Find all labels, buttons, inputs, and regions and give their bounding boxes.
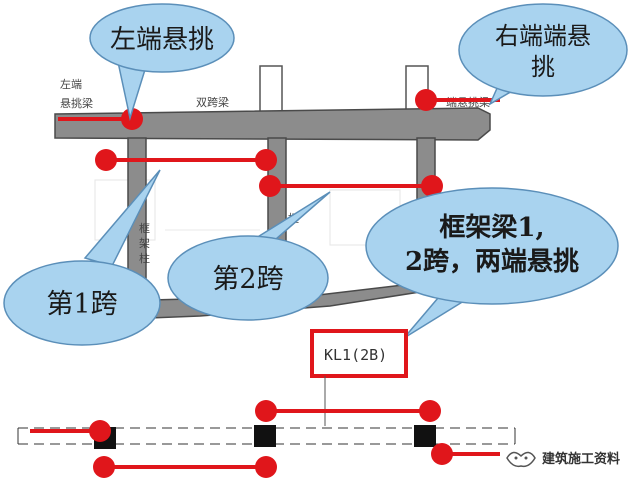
beam-body: [54, 107, 491, 141]
label-frame-column-3: 柱: [139, 251, 150, 265]
plan-dot-4: [93, 456, 115, 478]
callout-bubble: [458, 3, 628, 97]
plan-dot-5: [255, 456, 277, 478]
plan-span-markers: [30, 400, 500, 478]
callout-frame-beam: 框架梁1, 2跨，两端悬挑: [365, 187, 619, 339]
callout-bubble: [3, 260, 161, 346]
callout-left-cantilever: 左端悬挑: [89, 3, 235, 121]
callout-bubble: [365, 187, 619, 305]
plan-dot-6: [431, 443, 453, 465]
callout-right-cantilever-text-2: 挑: [531, 53, 555, 81]
label-cantilever-beam: 悬挑梁: [60, 96, 93, 110]
callout-span1-text: 第1跨: [46, 289, 117, 320]
callout-frame-beam-text-2: 2跨，两端悬挑: [405, 247, 579, 277]
callout-span2: 第2跨: [167, 191, 331, 321]
label-double-span-beam: 双跨梁: [196, 95, 229, 109]
plan-dot-1: [89, 420, 111, 442]
callout-right-cantilever: 右端端悬 挑: [458, 3, 628, 106]
marker-dot-left-cantilever: [121, 108, 143, 130]
marker-dot-right-cantilever: [415, 89, 437, 111]
upper-column-mid: [259, 65, 283, 117]
plan-column-3: [414, 425, 436, 447]
label-frame-column-2: 架: [139, 237, 150, 250]
marker-dot-span1-end: [255, 149, 277, 171]
watermark-text: 建筑施工资料: [542, 451, 620, 467]
marker-dot-span2-end: [421, 175, 443, 197]
callout-left-cantilever-text: 左端悬挑: [110, 25, 214, 55]
label-frame-column-1: 框: [139, 222, 150, 235]
wechat-icon-eye-1: [514, 456, 518, 460]
callout-right-cantilever-text-1: 右端端悬: [495, 22, 591, 50]
beam-tag: KL1(2B): [310, 329, 408, 426]
callout-span2-text: 第2跨: [212, 264, 283, 295]
plan-column-2: [254, 425, 276, 447]
marker-dot-span2-start: [259, 175, 281, 197]
plan-dot-3: [419, 400, 441, 422]
label-left-end: 左端: [60, 78, 82, 91]
wechat-icon: [506, 451, 536, 468]
beam-tag-text: KL1(2B): [324, 346, 387, 364]
plan-dot-2: [255, 400, 277, 422]
callout-bubble: [89, 3, 235, 73]
callout-bubble: [167, 235, 329, 321]
callout-span1: 第1跨: [3, 169, 161, 346]
upper-span-markers: [58, 89, 500, 197]
callout-frame-beam-text-1: 框架梁1,: [439, 213, 544, 243]
wechat-icon-eye-2: [524, 456, 528, 460]
beam-tag-box: [310, 329, 408, 378]
watermark: 建筑施工资料: [506, 451, 620, 468]
marker-dot-span1-start: [95, 149, 117, 171]
